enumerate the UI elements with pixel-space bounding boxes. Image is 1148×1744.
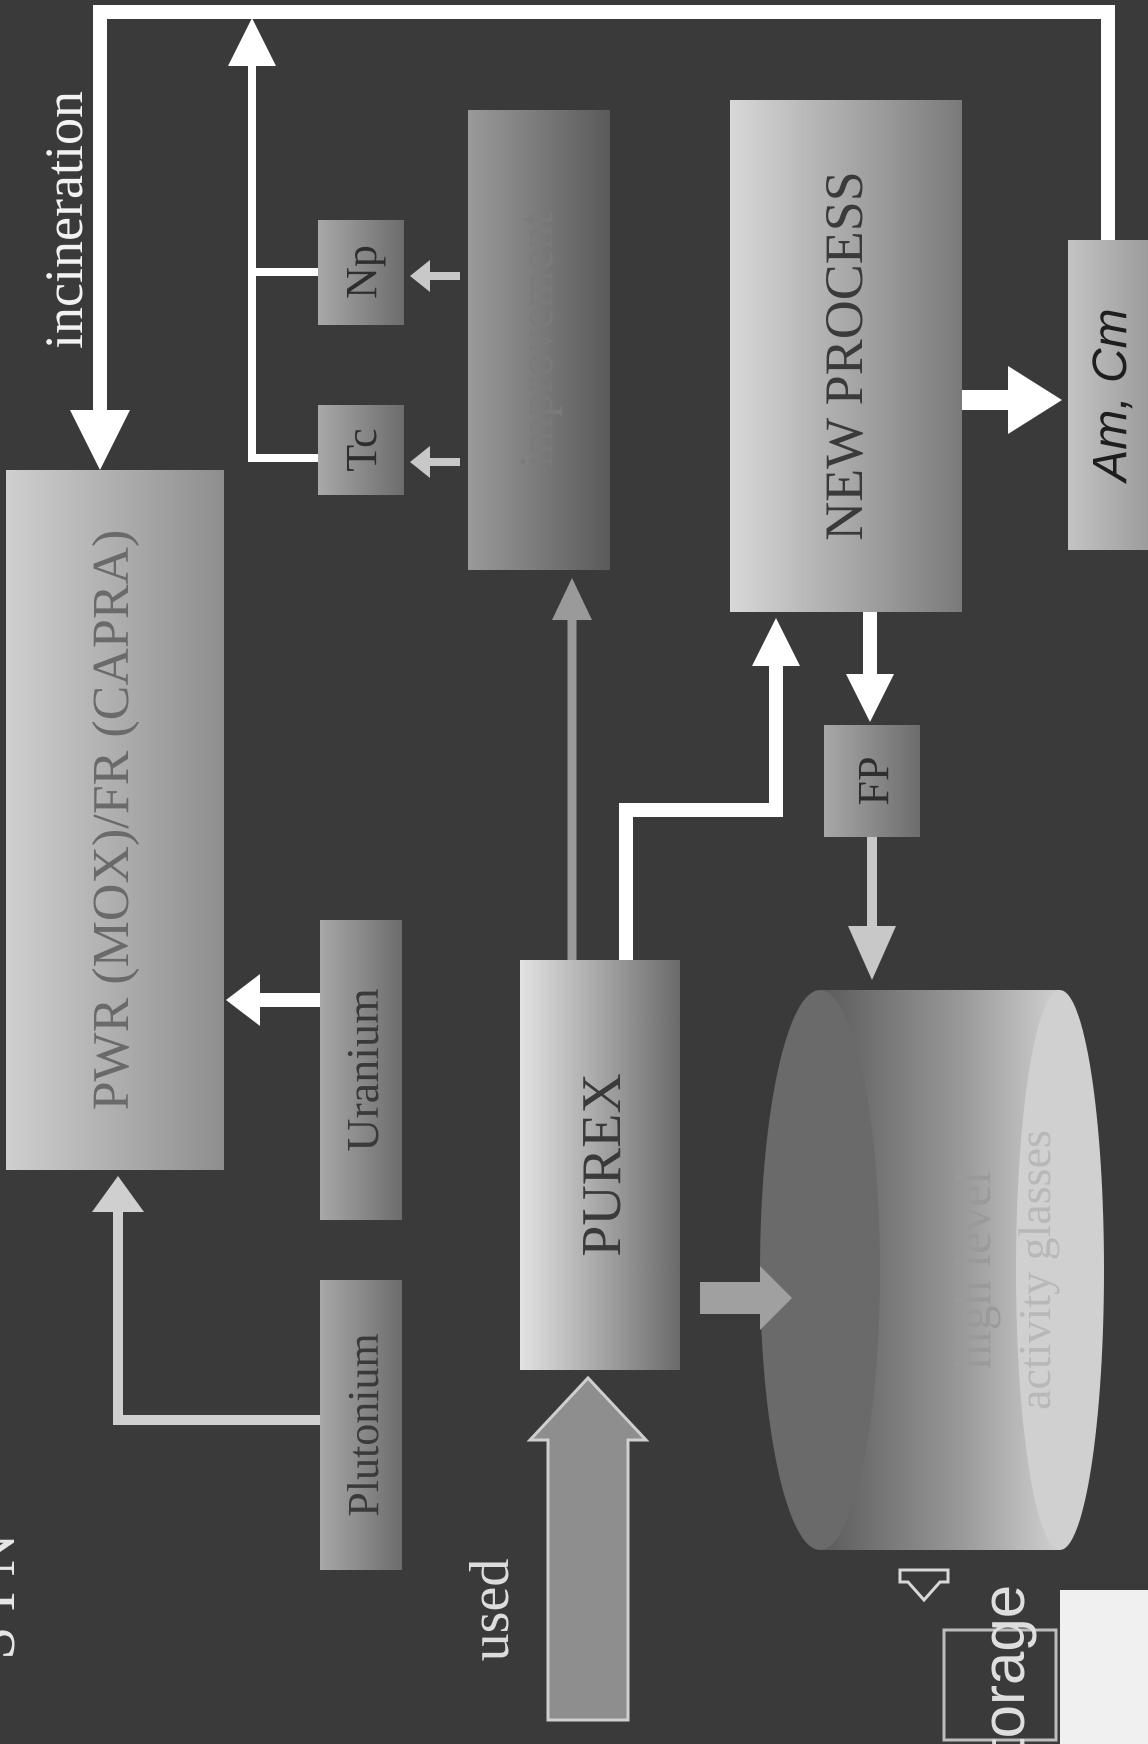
purex-to-newprocess-arrowhead (752, 618, 800, 666)
purex-label: PUREX (571, 1073, 633, 1257)
uranium-to-reactor-arrowhead (226, 974, 260, 1026)
plutonium-box (320, 1280, 402, 1570)
np-box (318, 220, 404, 325)
am-cm-box (1068, 240, 1148, 550)
uranium-label-group: Uranium (337, 988, 388, 1152)
newprocess-to-amcm-arrowhead (1008, 366, 1062, 434)
purex-to-improvement-arrowhead (552, 578, 592, 620)
used-label-group: used (459, 1559, 521, 1662)
glass-canister (760, 990, 1104, 1550)
purex-to-newprocess-line (619, 658, 783, 960)
collector-arrowhead (228, 18, 276, 66)
reactor-box (6, 470, 224, 1170)
incineration-label-group: incineration (34, 91, 94, 349)
used-label: used (459, 1559, 521, 1662)
fp-label: FP (849, 757, 898, 806)
fp-box (824, 725, 920, 837)
tc-label-group: Tc (337, 428, 386, 471)
purex-label-group: PUREX (571, 1073, 633, 1257)
improvement-label-group: improvement (510, 211, 563, 468)
incineration-arrowhead (70, 410, 130, 470)
plutonium-label-group: Plutonium (339, 1333, 388, 1516)
improvement-to-tc-arrow (410, 446, 460, 478)
tc-box (318, 405, 404, 495)
used-fuels-arrow (526, 1375, 650, 1722)
glass-label-2-group: activity glasses (1009, 1130, 1060, 1410)
improvement-label: improvement (510, 211, 563, 468)
fp-label-group: FP (849, 757, 898, 806)
glass-label-line2: activity glasses (1009, 1130, 1060, 1410)
plutonium-to-reactor-arrowhead (92, 1176, 144, 1212)
np-label-group: Np (337, 245, 386, 299)
new-process-box (730, 100, 962, 612)
reactor-label-group: PWR (MOX)/FR (CAPRA) (83, 530, 140, 1111)
new-process-label: NEW PROCESS (814, 171, 874, 541)
uranium-label: Uranium (337, 988, 388, 1152)
am-cm-label-group: Am, Cm (1084, 308, 1137, 484)
np-label: Np (337, 245, 386, 299)
page-margin (1060, 1590, 1148, 1744)
improvement-to-np-arrow (410, 260, 460, 292)
tc-collector-line (248, 60, 318, 462)
reactor-label: PWR (MOX)/FR (CAPRA) (83, 530, 140, 1111)
new-process-label-group: NEW PROCESS (814, 171, 874, 541)
incineration-loop-line (93, 5, 1115, 420)
tc-label: Tc (337, 428, 386, 471)
purex-box (520, 960, 680, 1370)
purex-to-glass-arrow (700, 1266, 792, 1330)
incineration-label: incineration (34, 91, 94, 349)
storage-box (942, 1628, 1058, 1742)
glass-label-line1: high level (945, 1171, 1001, 1370)
glass-to-storage-arrow (898, 1568, 950, 1603)
plutonium-to-reactor-line (113, 1208, 320, 1425)
title-fragment: S I N (0, 1533, 27, 1660)
uranium-box (320, 920, 402, 1220)
title-fragment-group: S I N (0, 1533, 27, 1660)
glass-label-1-group: high level (945, 1171, 1001, 1370)
am-cm-label: Am, Cm (1084, 308, 1137, 484)
storage-label: storage (970, 1585, 1037, 1744)
fp-to-glass-arrowhead (848, 926, 896, 980)
newprocess-to-fp-arrowhead (846, 674, 894, 722)
storage-label-group: storage (970, 1585, 1037, 1744)
improvement-box (468, 110, 610, 570)
plutonium-label: Plutonium (339, 1333, 388, 1516)
